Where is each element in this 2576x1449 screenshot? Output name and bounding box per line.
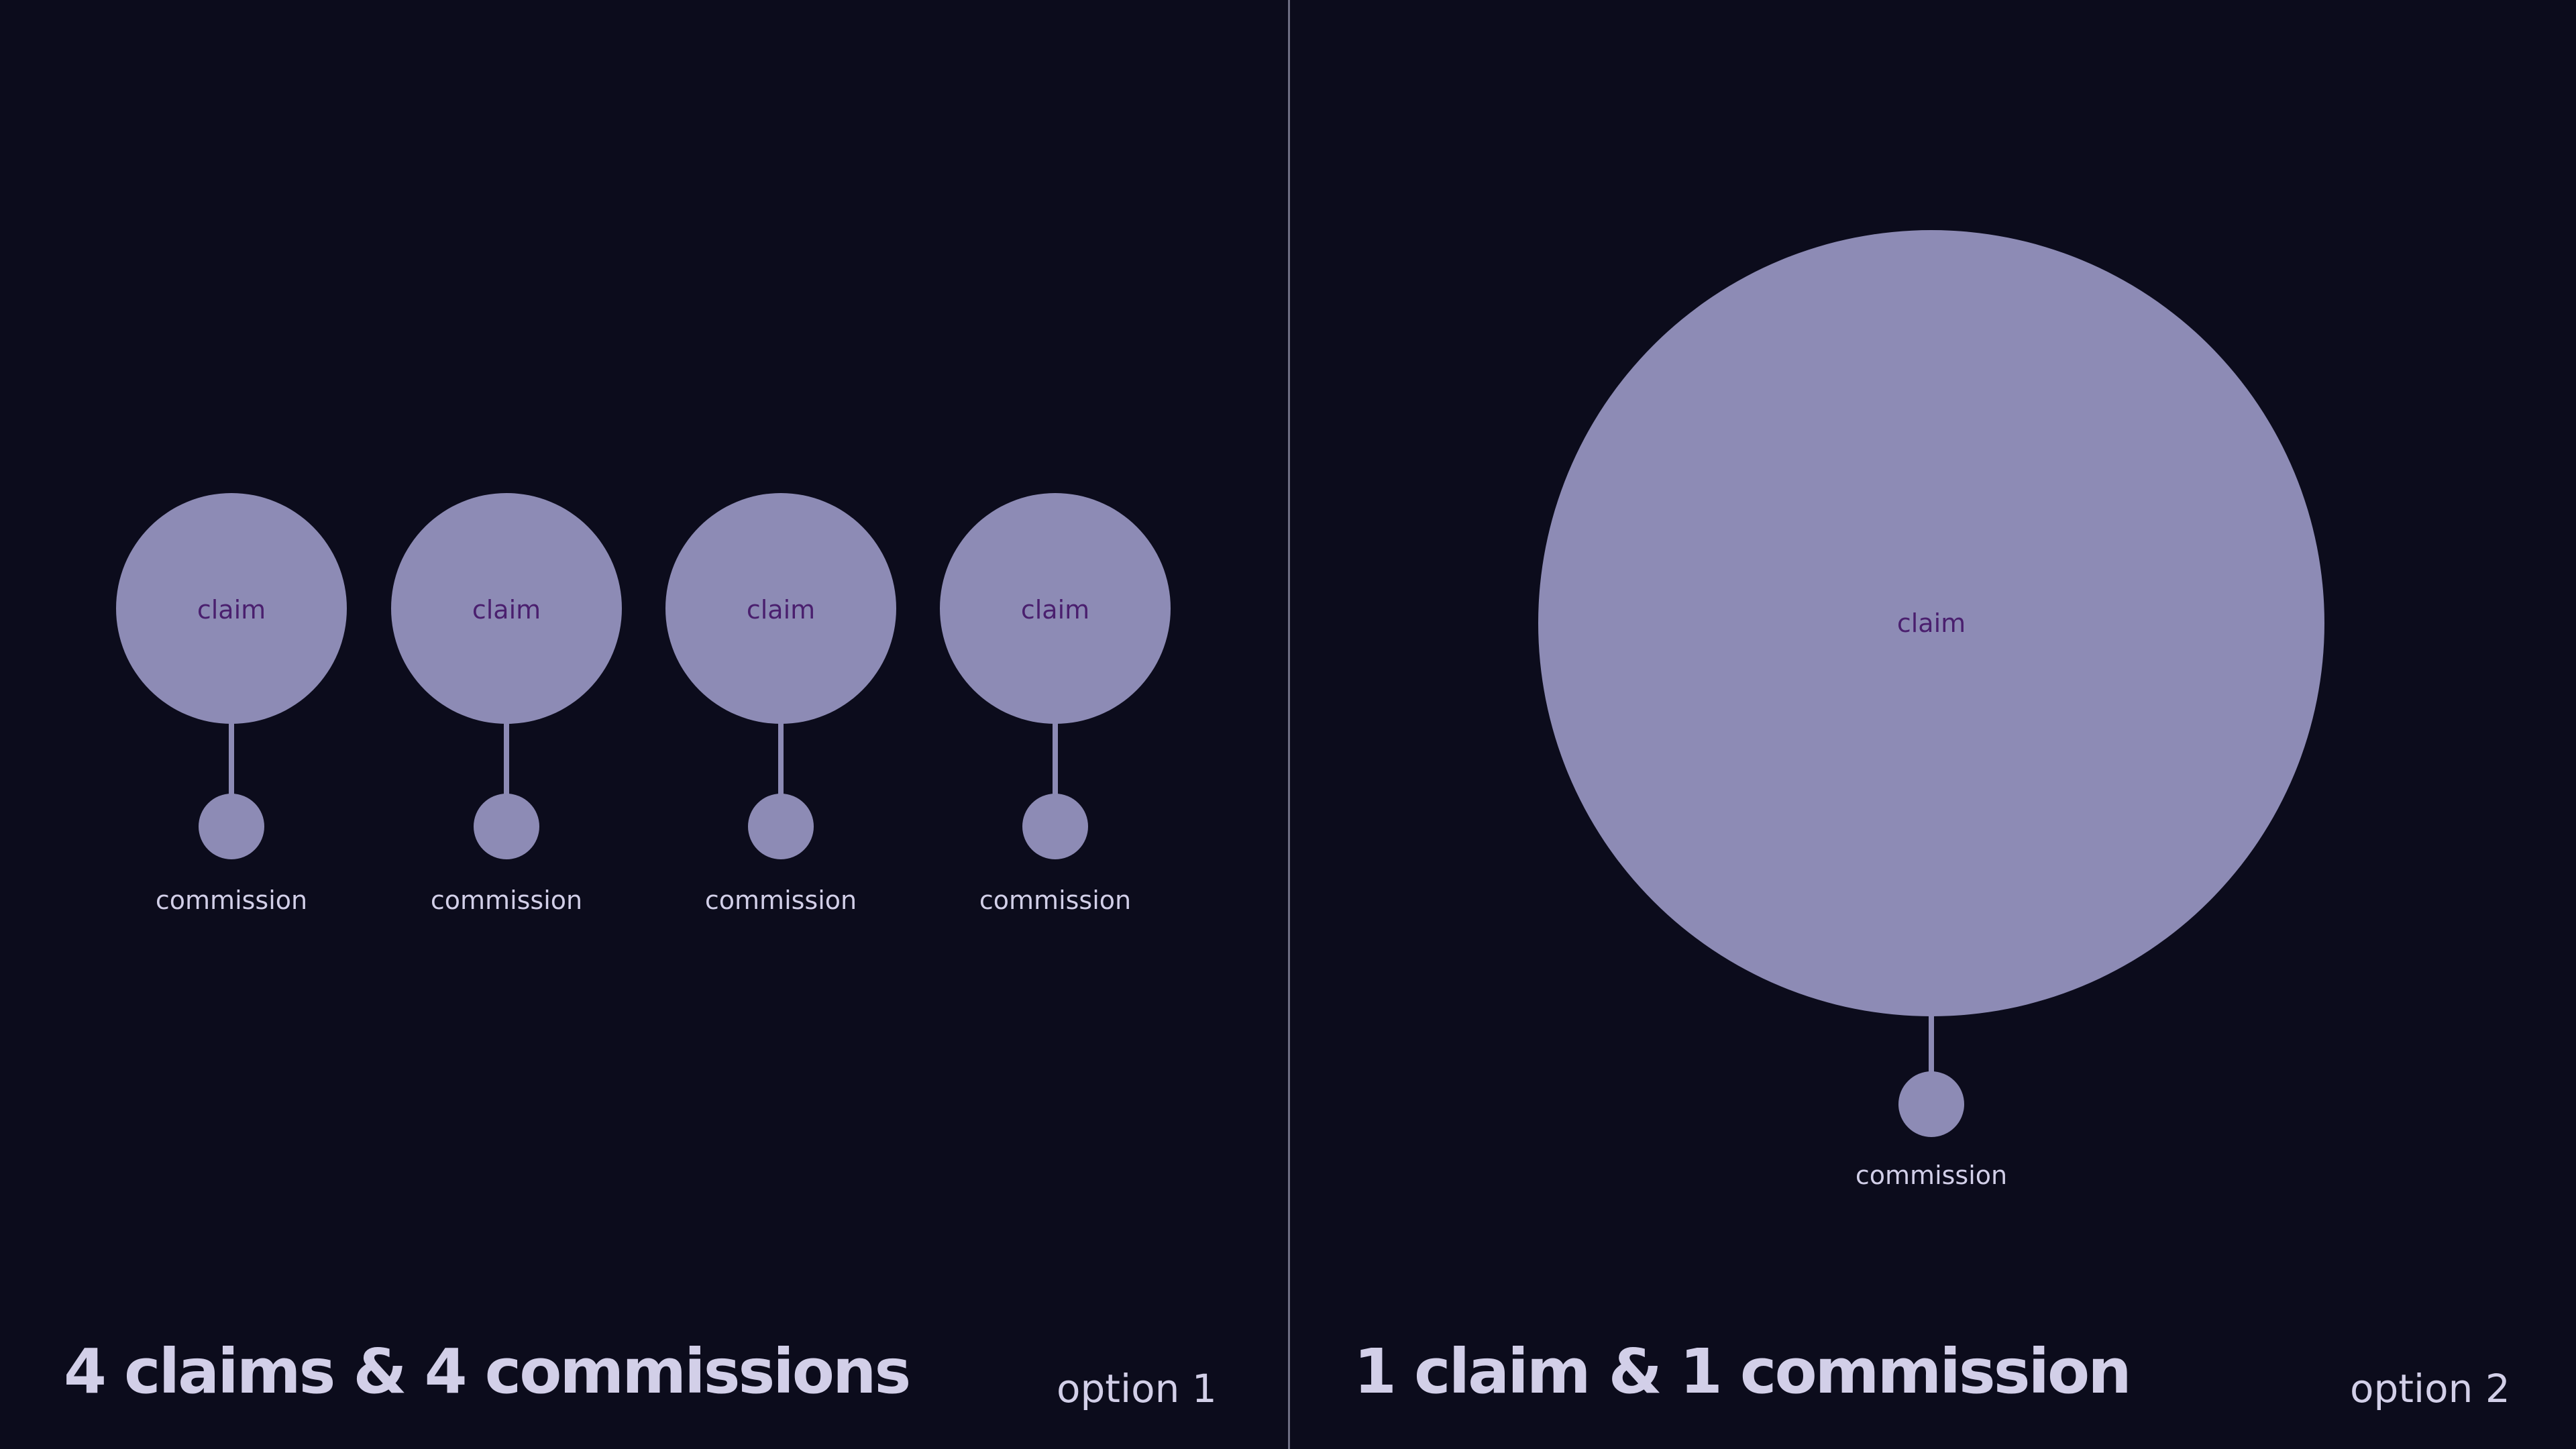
claim-circle-1 bbox=[116, 493, 347, 724]
claim-circle-4 bbox=[940, 493, 1171, 724]
commission-label-4: commission bbox=[979, 885, 1131, 915]
claim-label-2: claim bbox=[472, 595, 541, 625]
claim-label-3: claim bbox=[747, 595, 815, 625]
commission-label-1: commission bbox=[156, 885, 307, 915]
claim-node-3: claim commission bbox=[665, 493, 896, 915]
option2-label: option 2 bbox=[2350, 1366, 2510, 1411]
commission-circle-3 bbox=[748, 794, 814, 859]
claim-node-2: claim commission bbox=[391, 493, 622, 915]
large-claim-node: claim commission bbox=[1538, 230, 2324, 1190]
large-commission-label: commission bbox=[1856, 1161, 2007, 1190]
claim-node-4: claim commission bbox=[940, 493, 1171, 915]
commission-label-2: commission bbox=[431, 885, 582, 915]
claim-node-1: claim commission bbox=[116, 493, 347, 915]
claim-circle-3 bbox=[665, 493, 896, 724]
claim-circle-2 bbox=[391, 493, 622, 724]
commission-circle-2 bbox=[474, 794, 539, 859]
option1-group: claim commission claim commission claim … bbox=[116, 493, 1171, 915]
large-commission-circle bbox=[1898, 1071, 1964, 1137]
claim-label-4: claim bbox=[1021, 595, 1089, 625]
option2-title: 1 claim & 1 commission bbox=[1354, 1336, 2132, 1407]
option1-title: 4 claims & 4 commissions bbox=[64, 1336, 911, 1407]
large-claim-label: claim bbox=[1897, 608, 1966, 638]
large-claim-circle bbox=[1538, 230, 2324, 1016]
option2-group: claim commission bbox=[1538, 230, 2324, 1190]
claim-label-1: claim bbox=[197, 595, 266, 625]
commission-circle-4 bbox=[1022, 794, 1088, 859]
panel-divider bbox=[1288, 0, 1290, 1449]
commission-circle-1 bbox=[199, 794, 264, 859]
option1-label: option 1 bbox=[1057, 1366, 1217, 1411]
commission-label-3: commission bbox=[705, 885, 857, 915]
